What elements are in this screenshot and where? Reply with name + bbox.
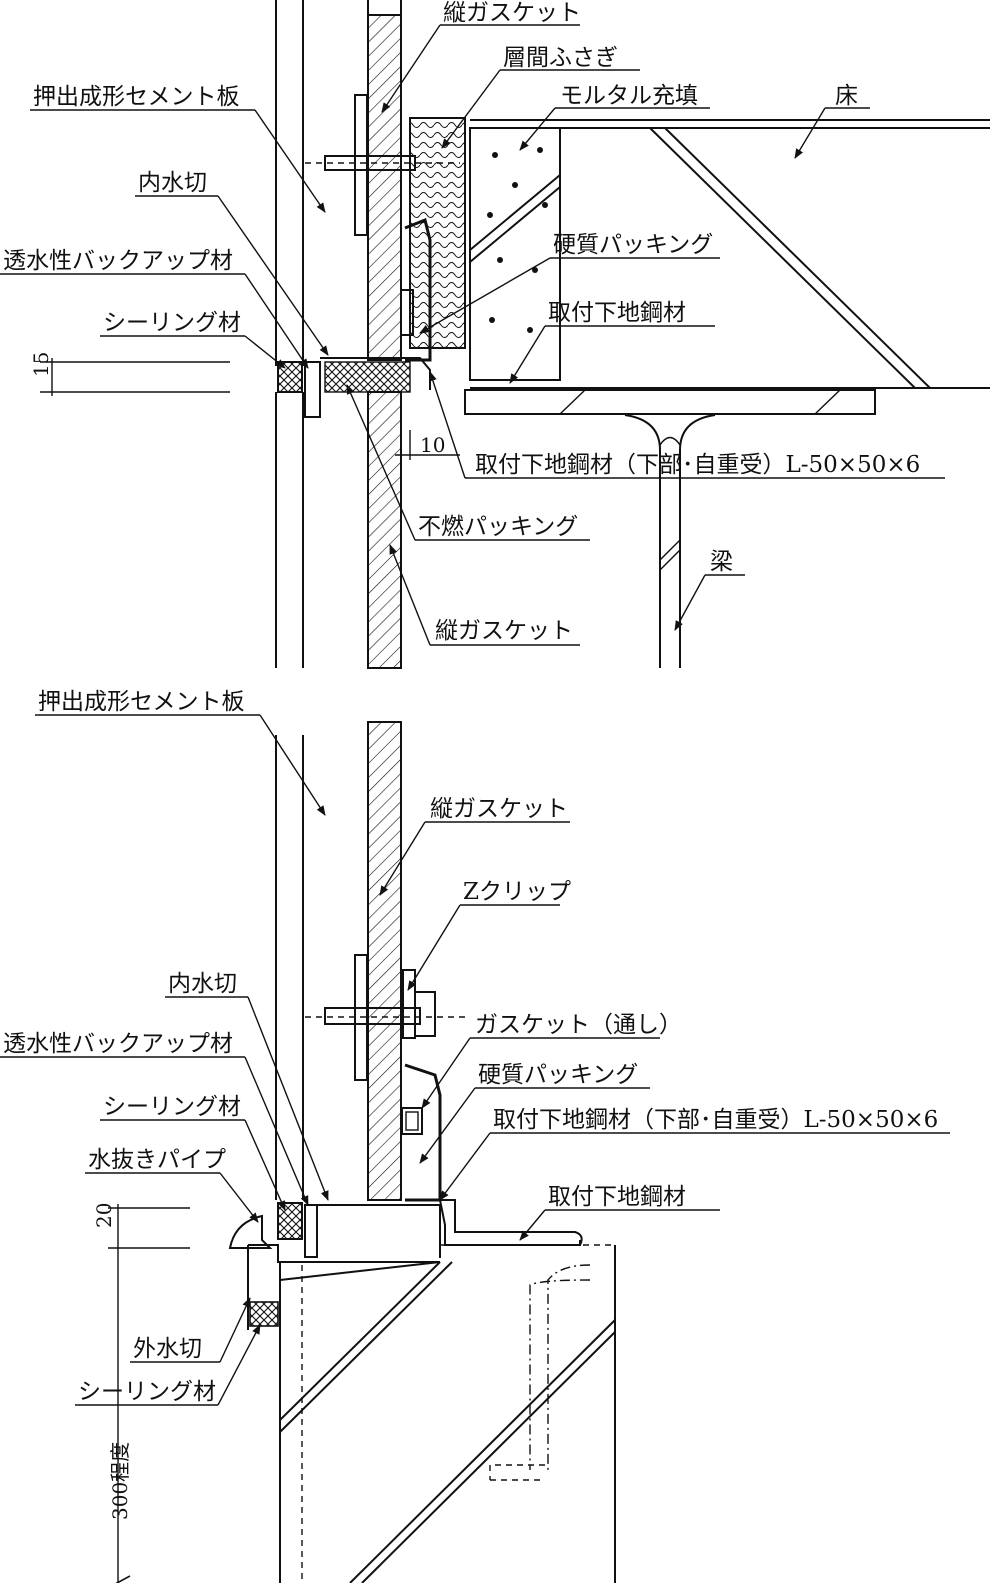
label-lower-angle-top: 取付下地鋼材（下部･自重受）L-50×50×6	[475, 452, 920, 478]
dim-10: 10	[420, 433, 445, 457]
label-vertical-gasket-2: 縦ガスケット	[435, 618, 573, 644]
top-section	[40, 0, 990, 669]
bottom-section	[108, 721, 616, 1583]
panel-core-upper	[367, 14, 402, 361]
label-mortar-fill: モルタル充填	[560, 83, 698, 109]
label-gasket-through: ガスケット（通し）	[475, 1012, 682, 1038]
label-z-clip: Zクリップ	[463, 879, 571, 905]
label-hard-packing-bottom: 硬質パッキング	[478, 1062, 638, 1088]
label-hard-packing-top: 硬質パッキング	[553, 232, 713, 258]
sealant-top	[277, 361, 303, 393]
interlayer-seal-block	[409, 117, 466, 349]
label-sealant-bottom-1: シーリング材	[103, 1094, 241, 1120]
bottom-labels: 押出成形セメント板 縦ガスケット Zクリップ 内水切 ガスケット（通し） 透水性…	[3, 689, 938, 1520]
top-labels: 縦ガスケット 層間ふさぎ モルタル充填 床 押出成形セメント板 内水切 硬質パッ…	[3, 0, 920, 644]
label-inner-flashing-top: 内水切	[138, 170, 207, 196]
label-beam: 梁	[710, 549, 733, 575]
top-leaders	[0, 24, 945, 646]
label-permeable-backup-bottom: 透水性バックアップ材	[3, 1031, 233, 1057]
label-sealant-bottom-2: シーリング材	[78, 1379, 216, 1405]
nonflammable-packing-block	[324, 361, 411, 393]
label-floor: 床	[835, 83, 858, 109]
panel-core-bottom	[367, 721, 402, 1201]
panel-core-lower	[367, 391, 402, 669]
label-interlayer-seal: 層間ふさぎ	[503, 45, 618, 71]
sealant-bottom	[277, 1202, 303, 1240]
label-drain-pipe: 水抜きパイプ	[88, 1147, 226, 1173]
label-vertical-gasket-bottom: 縦ガスケット	[430, 796, 568, 822]
label-sealant-top: シーリング材	[103, 310, 241, 336]
label-vertical-gasket-1: 縦ガスケット	[443, 0, 581, 26]
dim-300: 300程度	[108, 1442, 132, 1520]
label-mounting-steel-top: 取付下地鋼材	[548, 300, 686, 326]
dim-20: 20	[92, 1203, 116, 1228]
label-permeable-backup-top: 透水性バックアップ材	[3, 248, 233, 274]
bottom-leaders	[0, 714, 950, 1406]
label-nonflammable-packing: 不燃パッキング	[418, 514, 578, 540]
label-inner-flashing-bottom: 内水切	[168, 971, 237, 997]
label-outer-flashing: 外水切	[133, 1336, 202, 1362]
label-ecp-panel-top: 押出成形セメント板	[33, 84, 240, 110]
label-lower-angle-bottom: 取付下地鋼材（下部･自重受）L-50×50×6	[493, 1107, 938, 1133]
label-mounting-steel-bottom: 取付下地鋼材	[548, 1184, 686, 1210]
label-ecp-panel-bottom: 押出成形セメント板	[38, 689, 245, 715]
dim-15: 15	[29, 352, 53, 377]
